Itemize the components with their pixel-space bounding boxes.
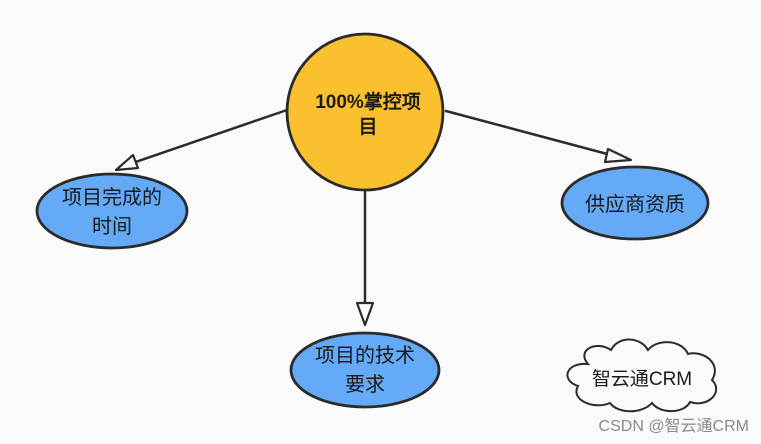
node-supplier-qualification[interactable]: 供应商资质 — [560, 165, 710, 241]
node-tech-label-line-1: 项目的技术 — [315, 344, 415, 367]
watermark: CSDN @智云通CRM — [598, 418, 749, 435]
arrowhead-time — [114, 153, 140, 172]
arrowhead-supplier — [603, 147, 633, 164]
center-node[interactable]: 100%掌控项 目 — [285, 32, 445, 192]
node-time-label-line-2: 时间 — [92, 215, 132, 238]
node-project-completion-time[interactable]: 项目完成的 时间 — [35, 172, 189, 250]
arrowheads — [114, 147, 633, 327]
node-supplier-label: 供应商资质 — [585, 193, 685, 216]
cloud-text: 智云通CRM — [592, 368, 692, 390]
node-tech-label-line-2: 要求 — [345, 373, 385, 396]
edge-center-to-time — [119, 108, 289, 169]
center-label-line-2: 目 — [358, 117, 377, 138]
connectors — [119, 108, 628, 320]
center-label-line-1: 100%掌控项 — [315, 90, 421, 113]
edge-center-to-supplier — [444, 109, 628, 161]
cloud-label: 智云通CRM — [566, 338, 718, 413]
node-project-tech-requirements[interactable]: 项目的技术 要求 — [289, 331, 441, 409]
arrowhead-tech — [355, 301, 375, 327]
node-time-label-line-1: 项目完成的 — [62, 186, 162, 209]
